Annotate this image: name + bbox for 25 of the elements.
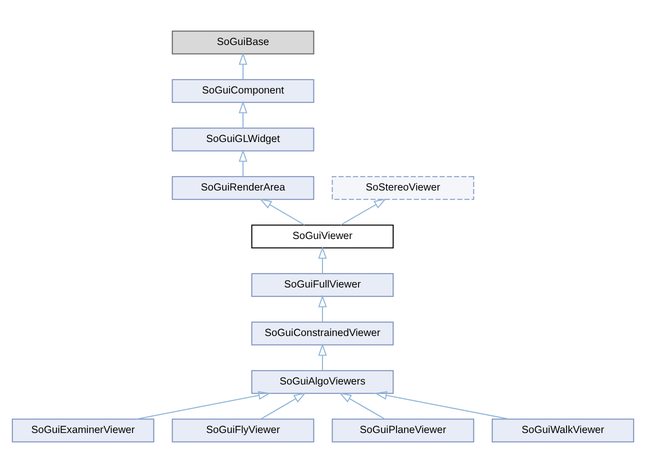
arrow — [318, 342, 327, 370]
arrow — [238, 148, 248, 176]
arrow — [318, 246, 327, 273]
node-box: SoGuiViewer — [251, 224, 394, 248]
node-box: SoGuiAlgoViewers — [251, 370, 394, 394]
arrow — [340, 198, 386, 225]
arrow — [318, 294, 327, 322]
node-box: SoGuiRenderArea — [172, 176, 314, 200]
node-box: SoGuiGLWidget — [172, 127, 314, 151]
node-box: SoGuiBase — [172, 30, 314, 54]
node-box: SoGuiConstrainedViewer — [251, 321, 394, 345]
node-box: SoStereoViewer — [332, 176, 474, 200]
arrow — [238, 52, 248, 79]
node-box: SoGuiWalkViewer — [492, 418, 634, 442]
arrow — [136, 390, 271, 420]
node-box: SoGuiFullViewer — [251, 272, 394, 296]
node-box: SoGuiComponent — [172, 78, 314, 102]
node-box: SoGuiExaminerViewer — [12, 418, 154, 442]
arrow — [260, 392, 306, 419]
arrow — [339, 392, 385, 419]
node-box: SoGuiFlyViewer — [172, 418, 314, 442]
arrow — [374, 390, 510, 420]
node-box: SoGuiPlaneViewer — [332, 418, 474, 442]
arrow — [259, 198, 305, 225]
arrow — [238, 100, 248, 128]
